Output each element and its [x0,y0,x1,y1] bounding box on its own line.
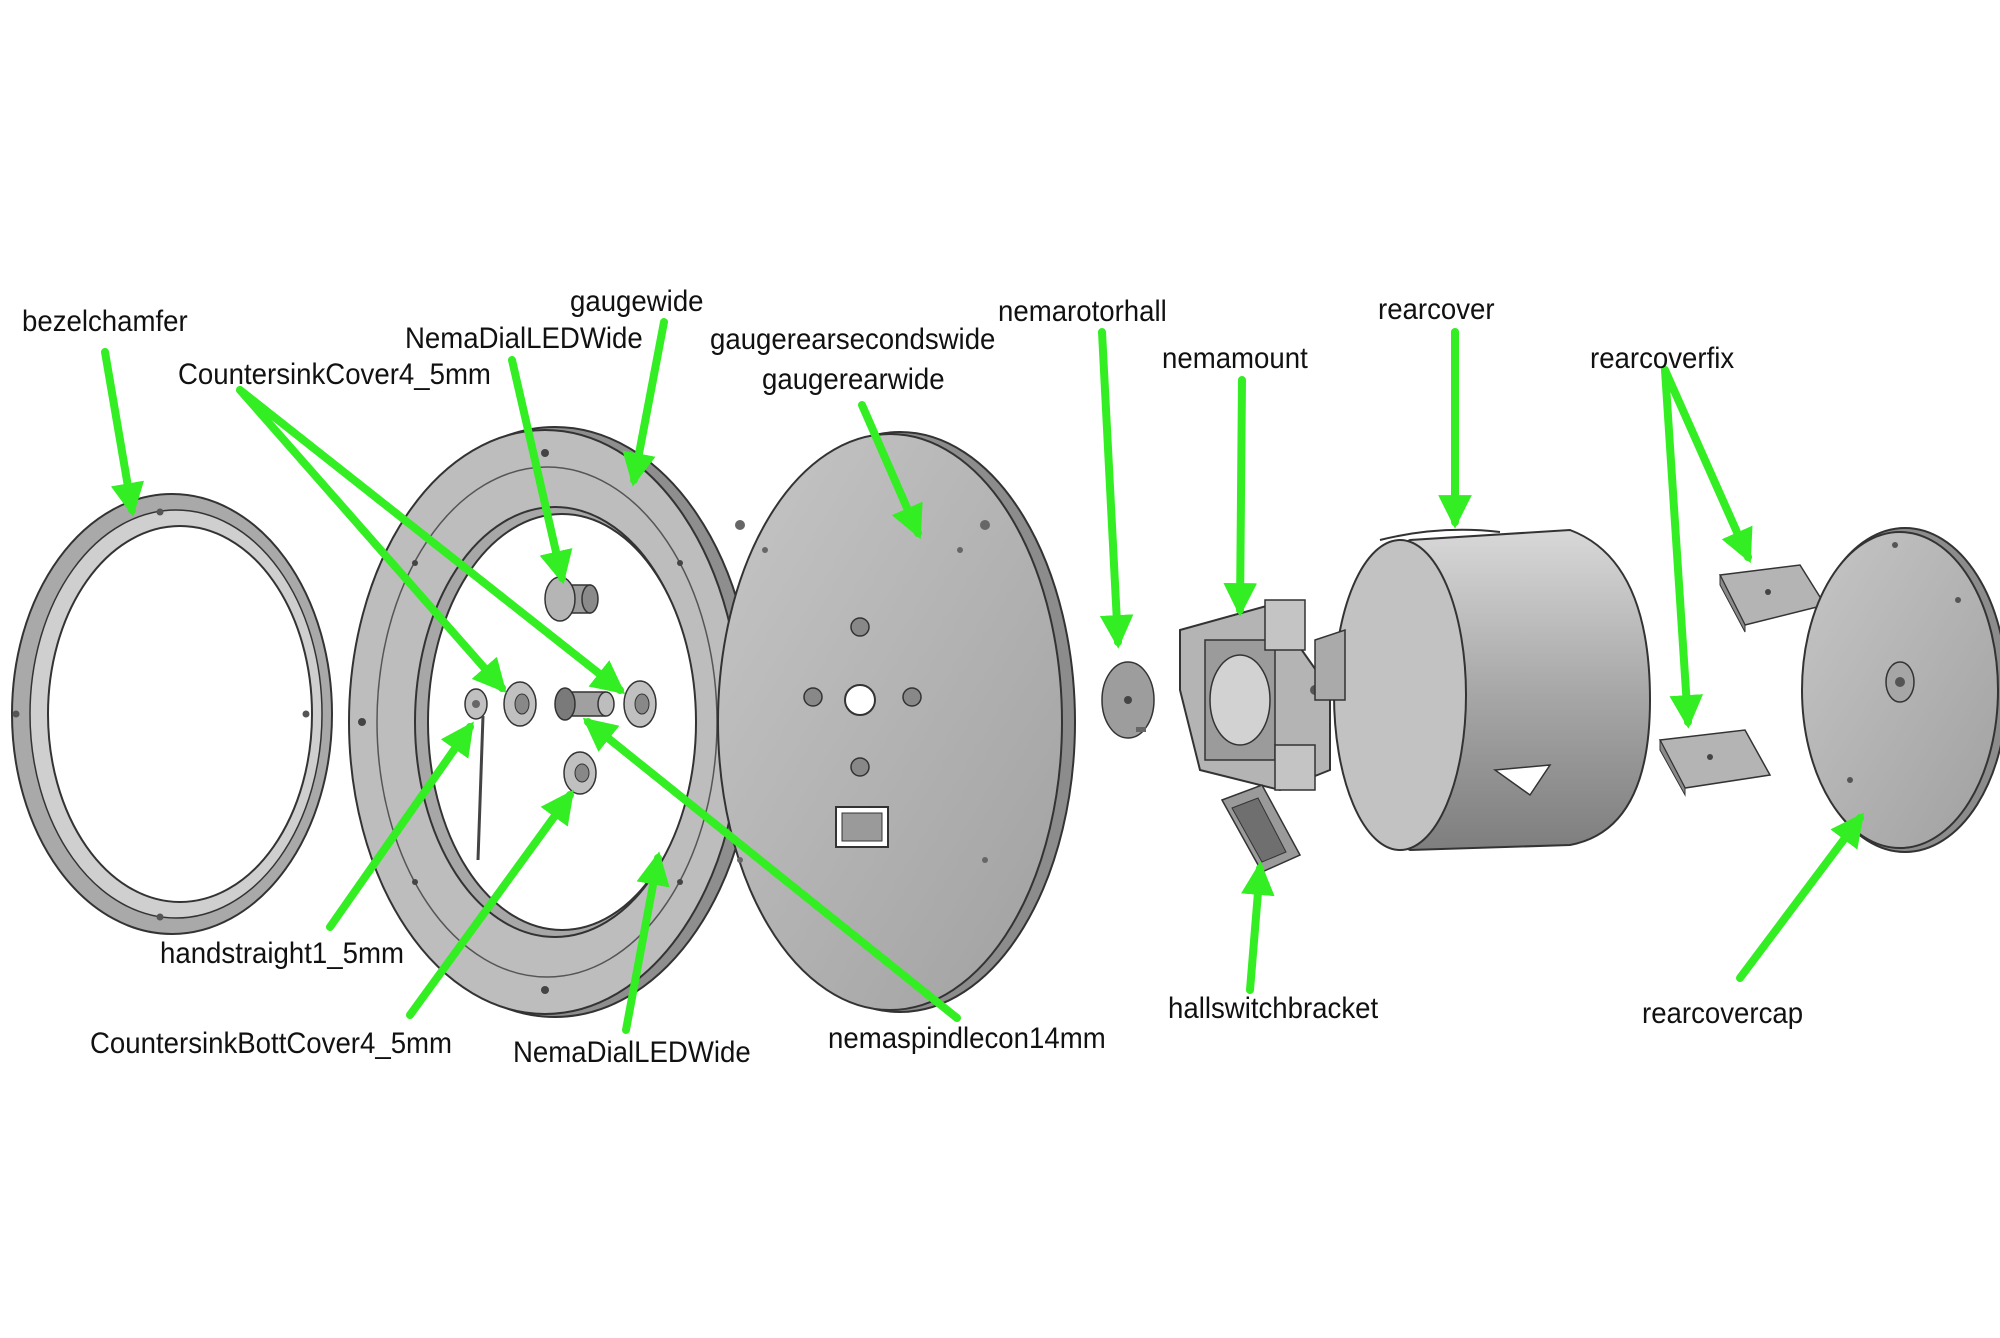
bezelchamfer-part [11,493,333,935]
label-countersink-bott-cover: CountersinkBottCover4_5mm [90,1027,453,1060]
arrow-nemamount [1223,376,1258,617]
countersink-bott-cover-part [563,751,597,795]
gaugewide-part [348,426,756,1018]
callout-arrows [101,318,1865,1034]
label-rearcoverfix: rearcoverfix [1590,342,1735,375]
label-bezelchamfer: bezelchamfer [22,305,188,338]
arrow-countersink-cover-a [236,386,507,694]
arrow-bezelchamfer [101,348,145,517]
arrow-gaugerearwide [858,401,923,540]
label-gaugerearsecondswide: gaugerearsecondswide [710,323,996,356]
label-nema-dial-led-wide-top: NemaDialLEDWide [405,322,643,355]
arrow-gaugewide [622,318,668,487]
arrow-nemaspindlecon [582,717,961,1022]
label-gaugewide: gaugewide [570,285,704,318]
arrow-rearcoverfix-b [1661,366,1704,729]
rearcover-part [1314,528,1652,852]
gaugerearwide-part [717,431,1076,1013]
rearcoverfix-bottom-part [1658,729,1772,797]
arrow-countersink-bott-cover [406,789,574,1019]
arrow-rearcovercap [1736,812,1865,982]
arrow-nema-dial-led-bottom [622,851,670,1034]
nemaspindlecon-part [554,687,615,721]
label-nemamount: nemamount [1162,342,1308,375]
label-hallswitchbracket: hallswitchbracket [1168,992,1379,1025]
arrow-nemarotorhall [1098,328,1134,649]
countersink-cover-left-part [503,681,537,727]
arrow-handstraight [326,721,474,931]
label-nemarotorhall: nemarotorhall [998,295,1167,328]
nema-dial-led-top-part [544,576,599,622]
label-handstraight: handstraight1_5mm [160,937,404,970]
label-rearcovercap: rearcovercap [1642,997,1804,1030]
label-nemaspindlecon: nemaspindlecon14mm [828,1022,1106,1055]
label-rearcover: rearcover [1378,293,1495,326]
countersink-cover-right-part [623,680,657,728]
rearcovercap-part [1801,527,2000,853]
arrow-rearcoverfix-a [1661,366,1753,564]
handstraight-part [464,688,488,861]
label-nema-dial-led-wide-bottom: NemaDialLEDWide [513,1036,751,1069]
arrow-countersink-cover-b [236,386,626,695]
nemamount-part [1179,599,1331,792]
rearcoverfix-top-part [1718,564,1827,633]
hallswitchbracket-part [1220,784,1302,873]
arrow-nema-dial-led-top [508,356,573,585]
arrow-hallswitchbracket [1241,861,1275,994]
label-gaugerearwide: gaugerearwide [762,363,945,396]
label-countersink-cover: CountersinkCover4_5mm [178,358,491,391]
nemarotorhall-part [1101,661,1155,739]
